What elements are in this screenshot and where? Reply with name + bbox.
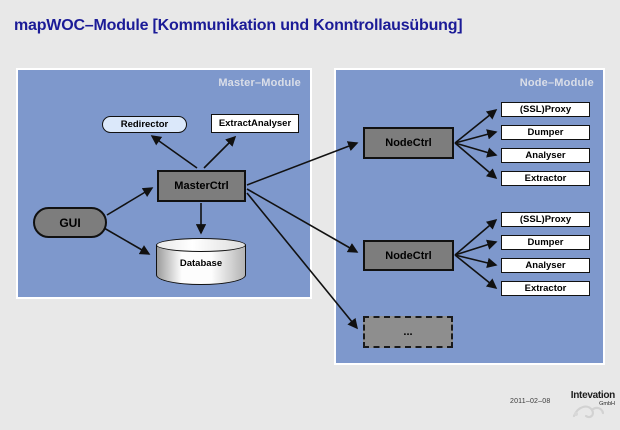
database-cylinder-top (156, 238, 246, 252)
slide-date: 2011–02–08 (510, 398, 551, 405)
service-analyser-1: Analyser (501, 148, 590, 163)
intevation-logo-text: Intevation (570, 390, 616, 401)
database-label: Database (179, 258, 223, 269)
master-module-label: Master–Module (218, 77, 301, 89)
service-extractor-2: Extractor (501, 281, 590, 296)
service-dumper-2: Dumper (501, 235, 590, 250)
node-module-label: Node–Module (519, 77, 594, 89)
database-node: Database (156, 238, 246, 285)
service-ssl-proxy-1: (SSL)Proxy (501, 102, 590, 117)
gui-node: GUI (33, 207, 107, 238)
extract-analyser-node: ExtractAnalyser (211, 114, 299, 133)
intevation-logo-subtext: GmbH (599, 401, 615, 407)
intevation-logo: Intevation GmbH (561, 390, 616, 408)
more-nodes-placeholder: ... (363, 316, 453, 348)
service-dumper-1: Dumper (501, 125, 590, 140)
service-analyser-2: Analyser (501, 258, 590, 273)
service-extractor-1: Extractor (501, 171, 590, 186)
gecko-logo-icon (572, 405, 605, 419)
page-title: mapWOC–Module [Kommunikation und Konntro… (14, 17, 463, 34)
node-ctrl-1: NodeCtrl (363, 127, 454, 159)
service-ssl-proxy-2: (SSL)Proxy (501, 212, 590, 227)
redirector-node: Redirector (102, 116, 187, 133)
node-ctrl-2: NodeCtrl (363, 240, 454, 271)
master-ctrl-node: MasterCtrl (157, 170, 246, 202)
